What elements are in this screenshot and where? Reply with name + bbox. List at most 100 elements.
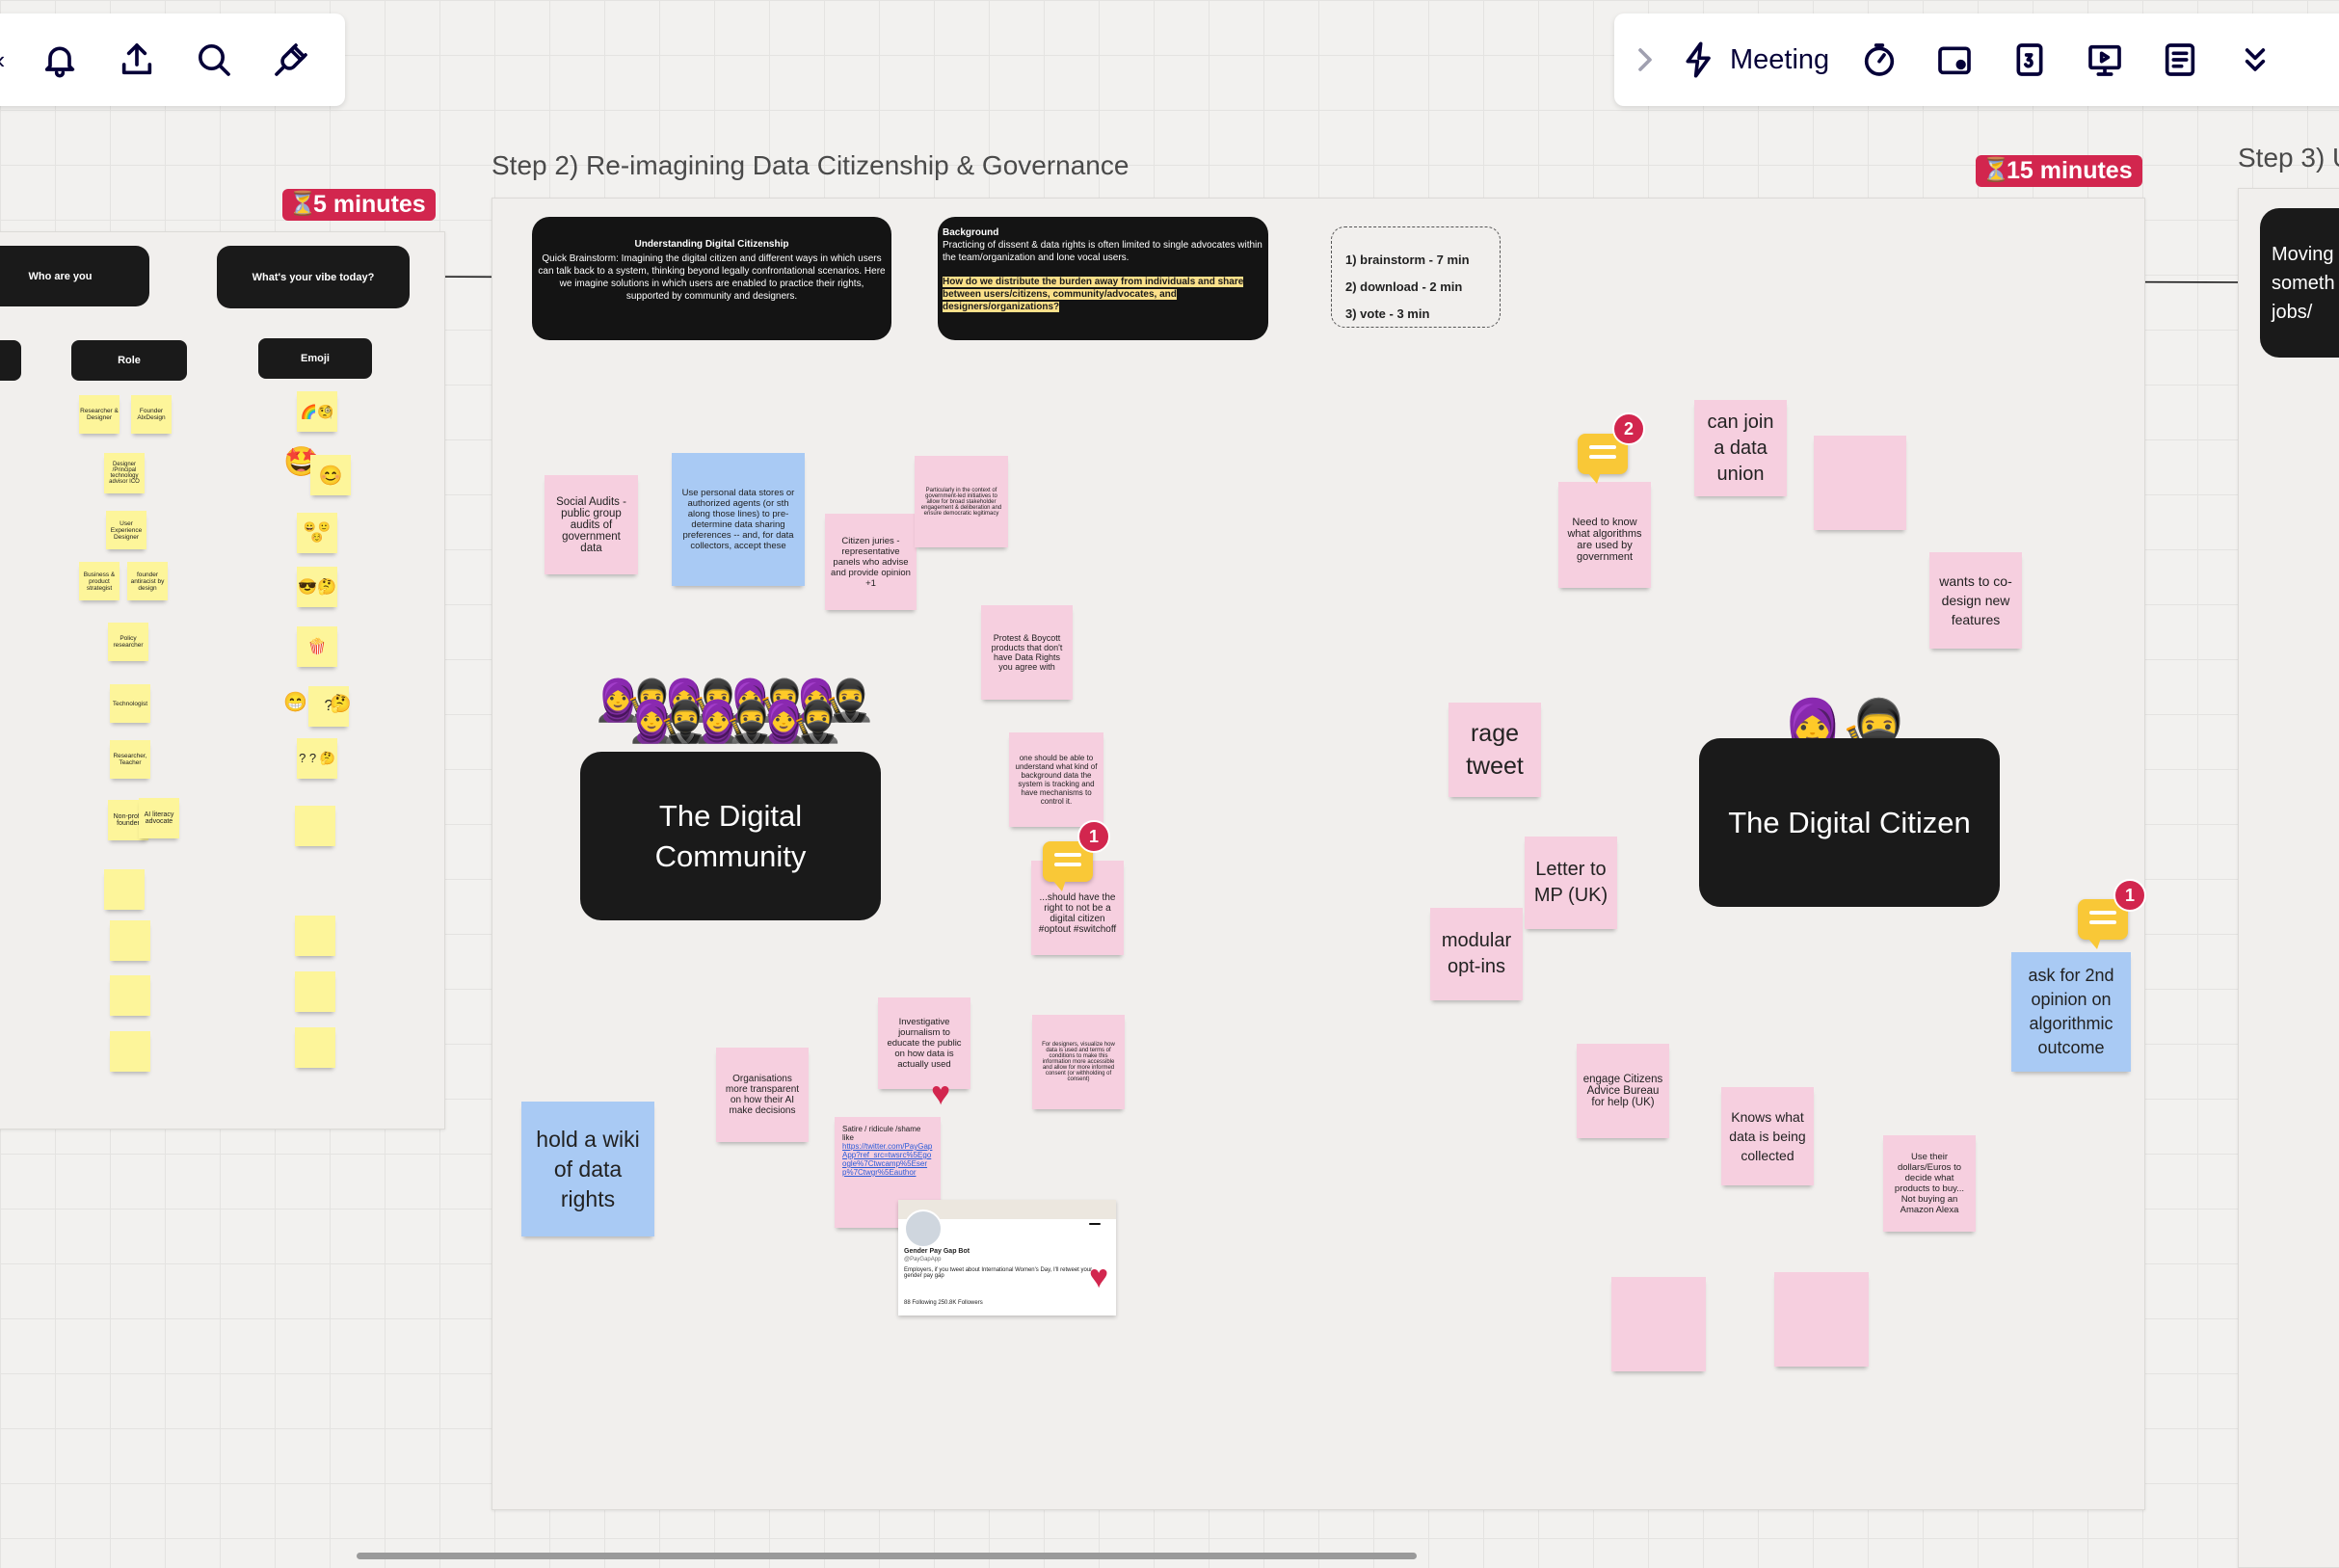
digital-citizen-node[interactable]: The Digital Citizen <box>1699 738 2000 907</box>
presentation-icon[interactable] <box>2076 31 2134 89</box>
emoji-header: Emoji <box>258 338 372 379</box>
role-header: Role <box>71 340 187 381</box>
role-note[interactable]: Technologist <box>110 684 150 723</box>
note-wiki[interactable]: hold a wiki of data rights <box>521 1102 654 1236</box>
step-item: 2) download - 2 min <box>1345 279 1463 294</box>
understanding-body: Quick Brainstorm: Imagining the digital … <box>538 253 886 302</box>
understanding-title: Understanding Digital Citizenship <box>634 239 789 250</box>
who-are-you-box: Who are you <box>0 246 149 306</box>
note-knows[interactable]: Knows what data is being collected <box>1721 1087 1814 1185</box>
role-note[interactable]: founder antiracist by design <box>127 562 168 600</box>
emoji-note[interactable]: 😎🤔 <box>297 567 337 607</box>
role-note-empty[interactable] <box>110 975 150 1016</box>
upload-icon[interactable] <box>108 31 166 89</box>
emoji-note[interactable]: ? <box>308 686 349 727</box>
role-note[interactable]: Researcher, Teacher <box>110 740 150 779</box>
role-note-empty[interactable] <box>110 920 150 961</box>
note-personal-data[interactable]: Use personal data stores or authorized a… <box>672 453 805 586</box>
note-data-union[interactable]: can join a data union <box>1694 400 1787 496</box>
note-dollars[interactable]: Use their dollars/Euros to decide what p… <box>1883 1135 1976 1232</box>
role-note[interactable]: User Experience Designer <box>106 511 146 549</box>
emoji-note-empty[interactable] <box>295 971 335 1012</box>
note-rage-tweet[interactable]: rage tweet <box>1449 703 1541 797</box>
step3-box: Moving someth jobs/ <box>2260 208 2339 358</box>
note-empty[interactable] <box>1814 436 1906 530</box>
search-icon[interactable] <box>185 31 243 89</box>
plug-icon[interactable] <box>262 31 320 89</box>
role-note[interactable]: Policy researcher <box>108 623 148 661</box>
note-protest[interactable]: Protest & Boycott products that don't ha… <box>981 605 1073 700</box>
step2-title: Step 2) Re-imagining Data Citizenship & … <box>492 150 1130 180</box>
partial-header <box>0 340 21 381</box>
role-note[interactable]: Business & product strategist <box>79 562 120 600</box>
note-particularly[interactable]: Particularly in the context of governmen… <box>915 456 1008 547</box>
comment-count-badge: 2 <box>1612 412 1645 445</box>
notes-icon[interactable] <box>2151 31 2209 89</box>
role-note[interactable]: Founder AlxDesign <box>131 395 172 434</box>
emoji-note-empty[interactable] <box>295 806 335 846</box>
chevron-right-icon[interactable] <box>1626 31 1664 89</box>
meeting-label[interactable]: Meeting <box>1730 43 1830 75</box>
note-need-to-know[interactable]: Need to know what algorithms are used by… <box>1558 482 1651 588</box>
emoji-note[interactable]: 🌈🧐 <box>297 391 337 432</box>
tweet-banner <box>898 1200 1116 1219</box>
frame-step3 <box>2238 188 2339 1568</box>
grin-emoji: 😁 <box>283 692 307 713</box>
bell-icon[interactable] <box>31 31 89 89</box>
note-understand[interactable]: one should be able to understand what ki… <box>1009 732 1103 827</box>
role-note[interactable]: Researcher & Designer <box>79 395 120 434</box>
role-note[interactable]: Designer /Principal technology advisor I… <box>104 453 145 493</box>
tweet-name: Gender Pay Gap Bot <box>904 1248 970 1255</box>
steps-box: 1) brainstorm - 7 min 2) download - 2 mi… <box>1331 226 1501 328</box>
tweet-avatar <box>904 1209 943 1248</box>
calendar-icon[interactable] <box>2001 31 2059 89</box>
note-citizen-juries[interactable]: Citizen juries - representative panels w… <box>825 514 917 610</box>
community-people-emoji: 🧕🥷🧕🥷🧕🥷🧕🥷 <box>593 678 874 723</box>
timer-badge-step2: ⏳15 minutes <box>1976 155 2142 187</box>
toolbar-right: Meeting <box>1614 13 2339 106</box>
emoji-note[interactable]: 😊 <box>310 455 351 495</box>
digital-community-node[interactable]: The Digital Community <box>580 752 881 920</box>
note-empty[interactable] <box>1611 1277 1706 1371</box>
note-organisations[interactable]: Organisations more transparent on how th… <box>716 1048 809 1142</box>
note-optins[interactable]: modular opt-ins <box>1430 908 1523 1000</box>
lightning-icon[interactable] <box>1670 31 1728 89</box>
role-note-empty[interactable] <box>104 869 145 910</box>
emoji-note-empty[interactable] <box>295 916 335 956</box>
emoji-note[interactable]: ? ? 🤔 <box>297 738 337 779</box>
note-codesign[interactable]: wants to co-design new features <box>1929 552 2022 649</box>
role-note-empty[interactable] <box>110 1031 150 1072</box>
step-item: 3) vote - 3 min <box>1345 306 1430 321</box>
step-item: 1) brainstorm - 7 min <box>1345 252 1470 267</box>
timer-icon[interactable] <box>1850 31 1908 89</box>
satire-text: Satire / ridicule /shame like <box>842 1125 921 1142</box>
tweet-card[interactable]: Gender Pay Gap Bot @PayGapApp Employers,… <box>898 1200 1116 1316</box>
role-note[interactable]: AI literacy advocate <box>139 798 179 838</box>
note-investigative[interactable]: Investigative journalism to educate the … <box>878 997 970 1089</box>
emoji-note-empty[interactable] <box>295 1027 335 1068</box>
toolbar-left: ‹ <box>0 13 345 106</box>
emoji-note[interactable]: 😀 🙂 ☺️ <box>297 513 337 553</box>
background-box: Background Practicing of dissent & data … <box>938 217 1268 340</box>
comment-count-badge: 1 <box>1077 820 1110 853</box>
collapse-icon[interactable]: ‹ <box>0 31 12 89</box>
note-social-audits[interactable]: Social Audits - public group audits of g… <box>545 475 638 574</box>
note-designers[interactable]: For designers, visualize how data is use… <box>1032 1015 1125 1109</box>
satire-link[interactable]: https://twitter.com/PayGapApp?ref_src=tw… <box>842 1142 933 1177</box>
frame-step1 <box>0 231 445 1129</box>
tweet-handle: @PayGapApp <box>904 1257 942 1262</box>
note-cab[interactable]: engage Citizens Advice Bureau for help (… <box>1577 1044 1669 1138</box>
chevrons-down-icon[interactable] <box>2226 31 2284 89</box>
background-body: Practicing of dissent & data rights is o… <box>943 240 1263 263</box>
tweet-follow-button[interactable] <box>1089 1223 1101 1225</box>
step3-title: Step 3) U <box>2238 143 2339 173</box>
note-second-opinion[interactable]: ask for 2nd opinion on algorithmic outco… <box>2011 952 2131 1072</box>
community-people-emoji-row2: 🧕🥷🧕🥷🧕🥷 <box>626 699 842 744</box>
heart-reaction: ♥ <box>1089 1259 1109 1295</box>
emoji-note[interactable]: 🍿 <box>297 626 337 667</box>
card-icon[interactable] <box>1926 31 1983 89</box>
vibe-box: What's your vibe today? <box>217 246 410 308</box>
note-letter[interactable]: Letter to MP (UK) <box>1525 837 1617 929</box>
horizontal-scrollbar[interactable] <box>357 1553 1417 1559</box>
note-empty[interactable] <box>1774 1272 1869 1367</box>
